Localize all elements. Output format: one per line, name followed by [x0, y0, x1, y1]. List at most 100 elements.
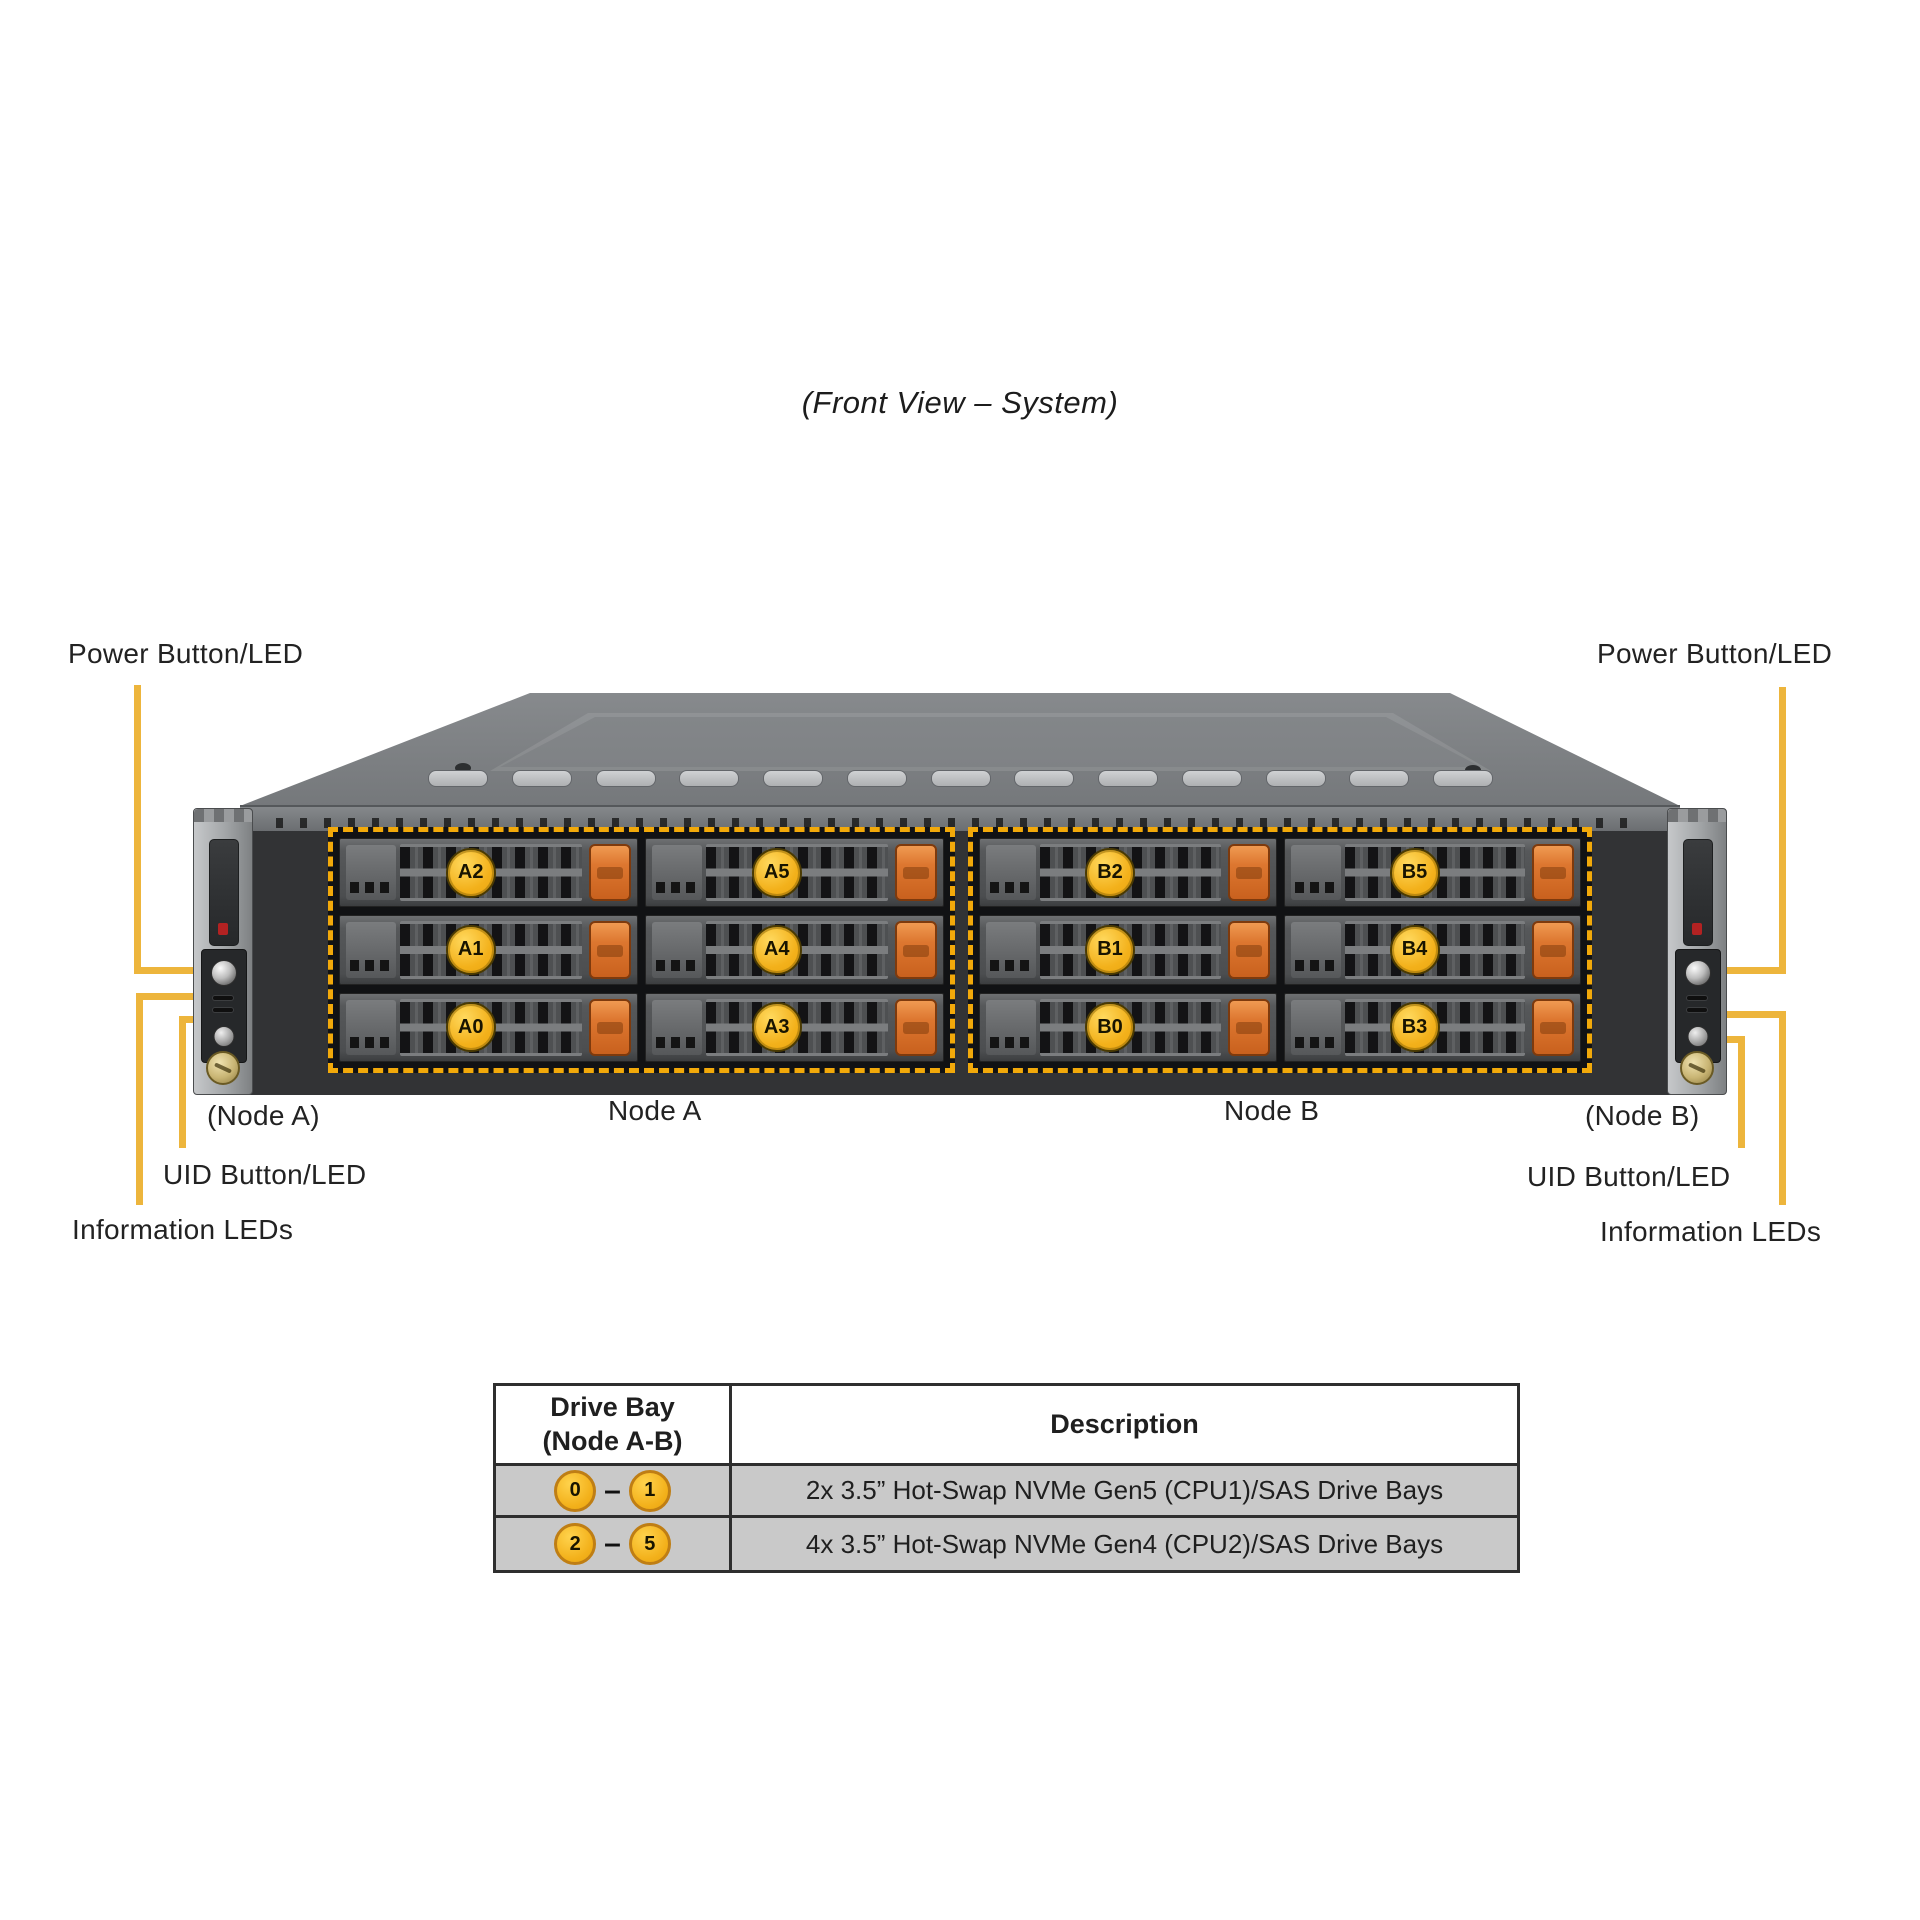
label-power-right: Power Button/LED [1597, 638, 1833, 669]
drive-label-badge: B1 [1085, 924, 1136, 975]
label-node-b-paren: (Node B) [1585, 1100, 1700, 1131]
drive-bay-b3: B3 [1283, 992, 1581, 1062]
label-info-right: Information LEDs [1600, 1216, 1822, 1247]
table-row2-description: 4x 3.5” Hot-Swap NVMe Gen4 (CPU2)/SAS Dr… [732, 1518, 1517, 1570]
right-control-panel [1675, 949, 1721, 1063]
tray-front-panel [986, 922, 1036, 978]
drive-bay-area: A2 A5 A1 [193, 565, 1727, 1095]
tray-front-panel [652, 922, 702, 978]
lid-vent-slots [428, 770, 1493, 790]
drive-bay-table: Drive Bay (Node A-B) Description 0 – 1 2… [493, 1383, 1520, 1573]
drive-label-badge: A2 [445, 847, 496, 898]
bay-badge-2: 2 [554, 1523, 597, 1565]
drive-bay-b5: B5 [1283, 838, 1581, 908]
drive-label-badge: B5 [1389, 847, 1440, 898]
table-row1-description: 2x 3.5” Hot-Swap NVMe Gen5 (CPU1)/SAS Dr… [732, 1466, 1517, 1518]
drive-release-latch [895, 921, 937, 979]
drive-label-badge: B3 [1389, 1002, 1440, 1053]
tray-front-panel [1290, 922, 1341, 978]
tray-front-panel [652, 845, 702, 901]
callout-line-uid-right-vertical [1738, 1036, 1745, 1148]
supermicro-logo [1683, 839, 1713, 946]
label-node-a: Node A [608, 1095, 702, 1126]
information-led-left-2 [213, 1008, 233, 1012]
information-led-left-1 [213, 996, 233, 1000]
table-header-drive-bay-line2: (Node A-B) [542, 1425, 683, 1456]
ear-cap [1668, 809, 1726, 822]
drive-label-badge: A5 [751, 847, 802, 898]
drive-release-latch [895, 998, 937, 1056]
drive-bay-a0: A0 [339, 992, 638, 1062]
uid-button-right [1687, 1026, 1709, 1047]
logo-red-mark [218, 923, 228, 935]
drive-release-latch [1532, 998, 1574, 1056]
tray-front-panel [346, 999, 396, 1055]
drive-release-latch [589, 844, 631, 902]
drive-release-latch [1532, 844, 1574, 902]
node-a-drive-group: A2 A5 A1 [328, 827, 955, 1073]
drive-bay-a5: A5 [645, 838, 944, 908]
callout-line-power-left-vertical [134, 685, 141, 973]
tray-front-panel [986, 845, 1036, 901]
table-header-description: Description [732, 1386, 1517, 1466]
drive-bay-b0: B0 [979, 992, 1277, 1062]
label-node-a-paren: (Node A) [207, 1100, 320, 1131]
tray-front-panel [986, 999, 1036, 1055]
drive-release-latch [589, 998, 631, 1056]
drive-release-latch [589, 921, 631, 979]
table-header-drive-bay-line1: Drive Bay [550, 1391, 675, 1422]
drive-label-badge: A1 [445, 924, 496, 975]
drive-label-badge: B0 [1085, 1002, 1136, 1053]
drive-label-badge: B2 [1085, 847, 1136, 898]
left-control-panel [201, 949, 247, 1063]
tray-front-panel [652, 999, 702, 1055]
tray-front-panel [1290, 999, 1341, 1055]
page-title: (Front View – System) [801, 385, 1119, 420]
power-button-right [1685, 960, 1711, 986]
tray-front-panel [1290, 845, 1341, 901]
power-button-left [211, 960, 237, 986]
bay-badge-1: 1 [628, 1469, 671, 1512]
drive-bay-a2: A2 [339, 838, 638, 908]
label-node-b: Node B [1224, 1095, 1320, 1126]
label-uid-left: UID Button/LED [163, 1159, 367, 1190]
table-row1-bays: 0 – 1 [496, 1466, 732, 1518]
tray-front-panel [346, 922, 396, 978]
table-header-drive-bay: Drive Bay (Node A-B) [496, 1386, 732, 1466]
drive-label-badge: A0 [445, 1002, 496, 1053]
right-rack-ear [1667, 808, 1727, 1095]
drive-bay-b2: B2 [979, 838, 1277, 908]
lid-screw-left [455, 763, 471, 773]
drive-label-badge: B4 [1389, 924, 1440, 975]
tray-front-panel [346, 845, 396, 901]
left-rack-ear [193, 808, 253, 1095]
callout-line-info-left-vertical [136, 993, 143, 1205]
logo-red-mark [1692, 923, 1702, 935]
server-chassis: A2 A5 A1 [193, 565, 1727, 1095]
supermicro-logo [209, 839, 239, 946]
drive-release-latch [1532, 921, 1574, 979]
information-led-right-2 [1687, 1008, 1707, 1012]
callout-line-power-right-vertical [1779, 687, 1786, 973]
table-row2-bays: 2 – 5 [496, 1518, 732, 1570]
callout-line-uid-left-vertical [179, 1016, 186, 1148]
node-b-drive-group: B2 B5 B1 [968, 827, 1592, 1073]
drive-label-badge: A3 [751, 1002, 802, 1053]
drive-bay-a4: A4 [645, 915, 944, 985]
label-info-left: Information LEDs [72, 1214, 294, 1245]
callout-line-info-right-vertical [1779, 1011, 1786, 1205]
bay-badge-5: 5 [628, 1523, 671, 1565]
drive-release-latch [895, 844, 937, 902]
drive-label-badge: A4 [751, 924, 802, 975]
label-uid-right: UID Button/LED [1527, 1161, 1731, 1192]
bay-badge-0: 0 [554, 1469, 597, 1512]
drive-release-latch [1227, 998, 1270, 1056]
drive-bay-a1: A1 [339, 915, 638, 985]
thumbscrew-right [1680, 1051, 1714, 1085]
drive-bay-b4: B4 [1283, 915, 1581, 985]
thumbscrew-left [206, 1051, 240, 1085]
drive-bay-a3: A3 [645, 992, 944, 1062]
information-led-right-1 [1687, 996, 1707, 1000]
drive-release-latch [1227, 921, 1270, 979]
